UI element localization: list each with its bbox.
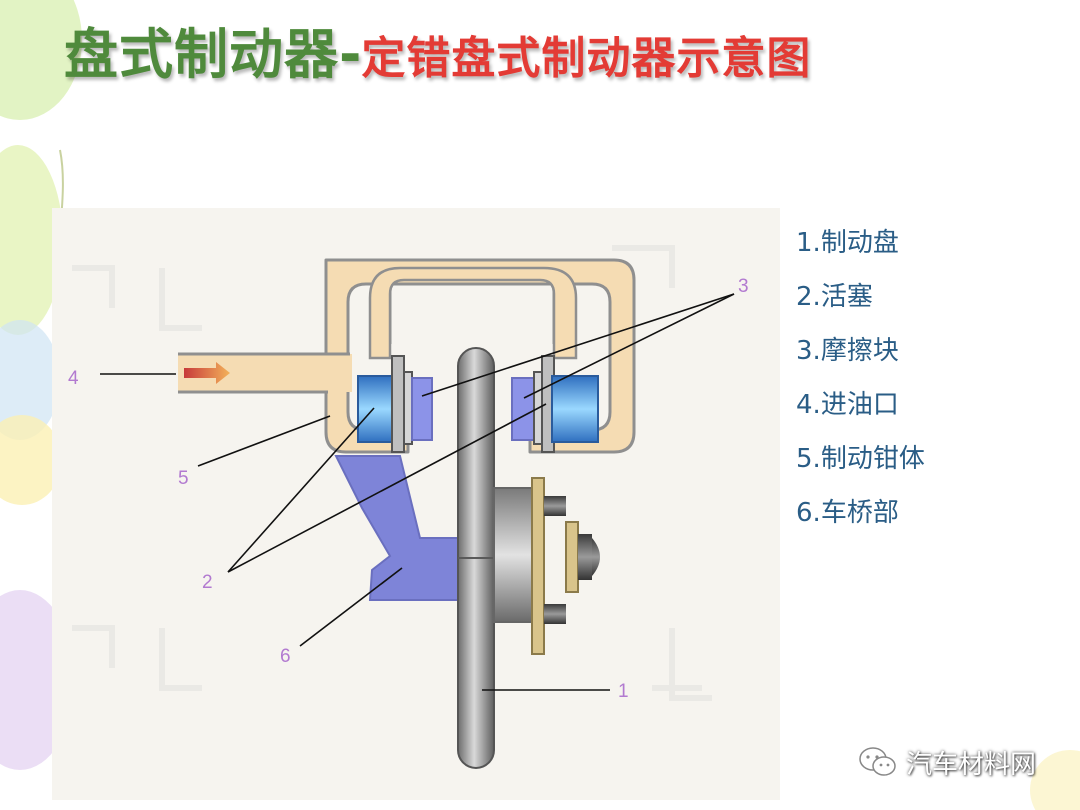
balloon-lime-decoration xyxy=(0,145,63,335)
callout-3: 3 xyxy=(738,276,749,297)
watermark-text: 汽车材料网 xyxy=(906,749,1037,780)
balloon-yellow-bottom-decoration xyxy=(1030,750,1080,810)
left-piston-assembly xyxy=(357,355,433,453)
callout-6: 6 xyxy=(280,646,291,667)
title-main: 盘式制动器 xyxy=(64,23,339,86)
leader-line-2a xyxy=(227,407,375,573)
leader-line-2b xyxy=(227,403,547,573)
legend-label: 制动钳体 xyxy=(820,444,925,474)
legend-number: 3. xyxy=(796,336,821,366)
background-pattern xyxy=(72,245,712,701)
parts-legend: 1.制动盘 2.活塞 3.摩擦块 4.进油口 5.制动钳体 6.车桥部 xyxy=(796,222,1066,546)
leader-line-3a xyxy=(421,293,735,397)
legend-number: 1. xyxy=(796,228,821,258)
balloon-blue-decoration xyxy=(0,320,60,440)
diagram-panel xyxy=(52,208,780,800)
legend-label: 摩擦块 xyxy=(820,336,899,366)
balloon-yellow-decoration xyxy=(0,415,62,505)
callout-5: 5 xyxy=(178,468,189,489)
axle-bracket xyxy=(334,455,463,601)
oil-inlet-arrow xyxy=(184,362,230,384)
leader-line-5 xyxy=(197,415,331,467)
legend-item: 3.摩擦块 xyxy=(796,330,1066,384)
balloon-green-decoration xyxy=(0,0,82,120)
slide-title: 盘式制动器-定错盘式制动器示意图 xyxy=(64,20,811,90)
legend-label: 制动盘 xyxy=(820,228,899,258)
callout-4: 4 xyxy=(68,368,79,389)
legend-item: 5.制动钳体 xyxy=(796,438,1066,492)
legend-item: 2.活塞 xyxy=(796,276,1066,330)
legend-number: 2. xyxy=(796,282,821,312)
wechat-icon xyxy=(859,747,896,776)
legend-item: 4.进油口 xyxy=(796,384,1066,438)
title-sub: 定错盘式制动器示意图 xyxy=(361,33,812,84)
watermark: 汽车材料网 xyxy=(858,742,1036,782)
callout-1: 1 xyxy=(618,681,629,702)
legend-item: 6.车桥部 xyxy=(796,492,1066,546)
legend-label: 活塞 xyxy=(820,282,873,312)
title-separator: - xyxy=(339,23,362,86)
brake-diagram: 1 2 3 4 5 6 xyxy=(68,245,749,769)
callout-2: 2 xyxy=(202,572,213,593)
legend-number: 4. xyxy=(796,390,821,420)
legend-label: 车桥部 xyxy=(820,498,899,528)
legend-item: 1.制动盘 xyxy=(796,222,1066,276)
leader-line-3b xyxy=(523,293,735,399)
legend-number: 5. xyxy=(796,444,821,474)
legend-number: 6. xyxy=(796,498,821,528)
right-piston-assembly xyxy=(511,355,599,453)
leader-line-6 xyxy=(299,567,403,647)
leader-lines xyxy=(100,293,735,691)
legend-label: 进油口 xyxy=(820,390,899,420)
wheel-hub xyxy=(493,477,600,655)
